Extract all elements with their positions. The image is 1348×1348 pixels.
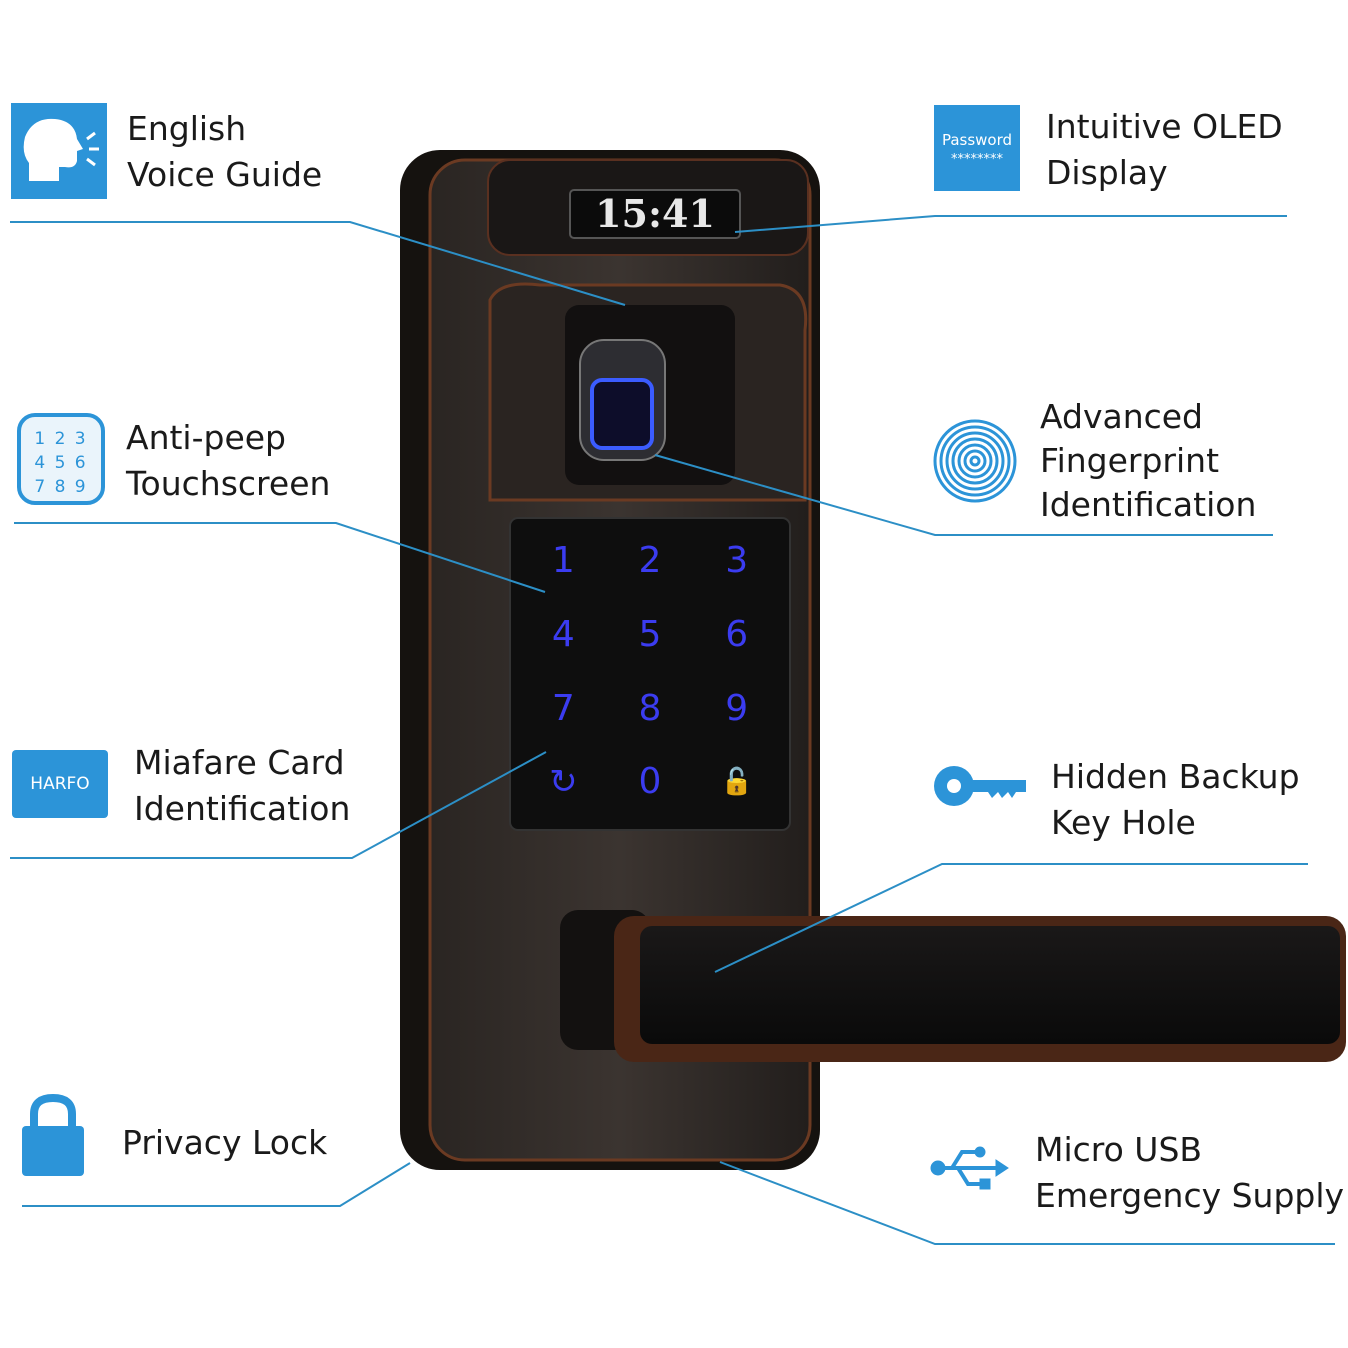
voice-guide-icon [11, 103, 107, 199]
key-6[interactable]: 6 [725, 613, 749, 655]
key-5[interactable]: 5 [638, 613, 662, 655]
password-display-icon: Password ******** [934, 105, 1020, 191]
oled-clock: 15:41 [595, 191, 715, 236]
password-icon-title: Password [941, 131, 1013, 149]
key-unlock[interactable]: 🔓 [720, 767, 753, 798]
fingerprint-icon [933, 419, 1017, 503]
usb-icon [930, 1146, 1009, 1190]
key-8[interactable]: 8 [638, 687, 662, 729]
key-4[interactable]: 4 [551, 613, 575, 655]
key-3[interactable]: 3 [725, 540, 749, 581]
keypad-grid: 1 2 3 4 5 6 7 8 9 ↻ 0 🔓 [520, 525, 780, 820]
usb-label: Micro USB Emergency Supply [1035, 1130, 1345, 1215]
privacy-lock-label: Privacy Lock [122, 1123, 328, 1162]
key-7[interactable]: 7 [551, 687, 575, 729]
keypad-panel [509, 517, 791, 831]
key-reset[interactable]: ↻ [549, 762, 578, 803]
key-2[interactable]: 2 [638, 540, 662, 581]
touchscreen-label: Anti-peep Touchscreen [126, 418, 331, 503]
password-icon-mask: ******** [951, 152, 1003, 167]
card-label: Miafare Card Identification [134, 743, 351, 828]
keypad-icon: 1 2 3 4 5 6 7 8 9 [17, 413, 105, 505]
keypad-icon-digits: 1 2 3 4 5 6 7 8 9 [34, 429, 88, 497]
voice-guide-label: English Voice Guide [127, 109, 323, 194]
mifare-card-icon: HARFO [12, 750, 108, 818]
key-1[interactable]: 1 [551, 540, 575, 581]
key-hole-label: Hidden Backup Key Hole [1051, 757, 1300, 842]
fingerprint-label: Advanced Fingerprint Identification [1040, 397, 1257, 524]
oled-display-label: Intuitive OLED Display [1046, 107, 1283, 192]
card-icon-brand: HARFO [30, 774, 90, 794]
key-icon [934, 766, 1026, 806]
padlock-icon [22, 1094, 84, 1176]
oled-screen [569, 189, 741, 239]
key-0[interactable]: 0 [638, 761, 662, 803]
key-9[interactable]: 9 [725, 687, 749, 729]
